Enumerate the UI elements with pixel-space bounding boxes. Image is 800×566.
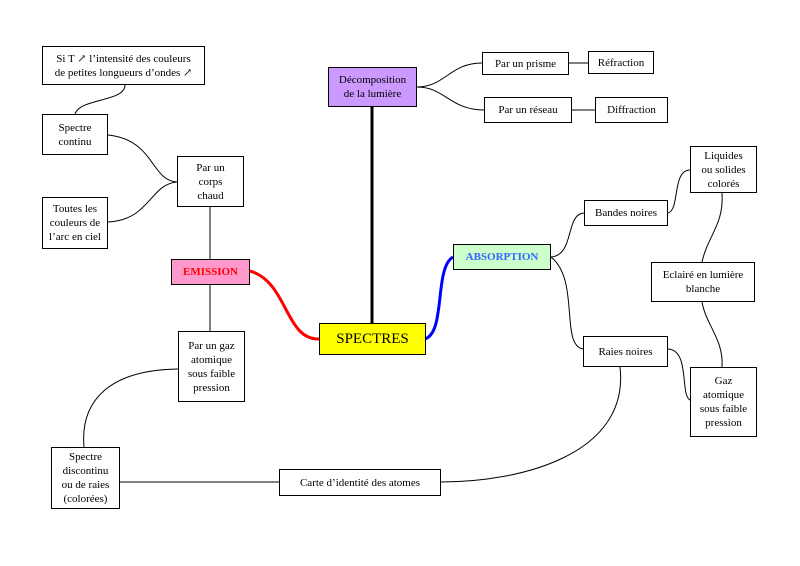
node-bandes-noires-label: Bandes noires <box>594 207 657 219</box>
node-absorption-label: ABSORPTION <box>465 251 539 263</box>
node-liquides[interactable]: Liquides ou solides colorés <box>690 146 757 193</box>
node-spectre-continu-label: Spectre continu <box>58 121 92 148</box>
link-gaz-discontinu <box>83 368 179 448</box>
link-raies-gaz <box>667 348 691 401</box>
link-eclaire-gaz <box>701 301 723 368</box>
node-corps-chaud[interactable]: Par un corps chaud <box>177 156 244 207</box>
node-eclaire-label: Eclairé en lumière blanche <box>662 269 744 295</box>
link-decomposition-prisme <box>416 62 483 88</box>
node-gaz-emission-label: Par un gaz atomique sous faible pression <box>187 339 236 394</box>
link-liquides-eclaire <box>701 192 723 263</box>
node-refraction-label: Réfraction <box>597 56 645 69</box>
node-si-t-label: Si T ↗ l’intensité des couleurs de petit… <box>54 52 193 79</box>
node-gaz-absorption-label: Gaz atomique sous faible pression <box>699 375 748 429</box>
node-raies-noires[interactable]: Raies noires <box>583 336 668 367</box>
node-absorption[interactable]: ABSORPTION <box>453 244 551 270</box>
node-toutes-couleurs[interactable]: Toutes les couleurs de l’arc en ciel <box>42 197 108 249</box>
link-absorption-bandes <box>550 212 585 258</box>
node-spectre-continu[interactable]: Spectre continu <box>42 114 108 155</box>
node-emission-label: EMISSION <box>182 266 239 278</box>
node-spectres-label: SPECTRES <box>336 331 409 347</box>
node-spectres[interactable]: SPECTRES <box>319 323 426 355</box>
link-spectrecontinu-sit <box>74 84 126 115</box>
node-par-reseau-label: Par un réseau <box>498 104 558 116</box>
node-toutes-couleurs-label: Toutes les couleurs de l’arc en ciel <box>49 203 101 243</box>
link-corps-spectrecontinu <box>107 134 178 183</box>
node-par-prisme-label: Par un prisme <box>494 57 557 70</box>
node-gaz-absorption[interactable]: Gaz atomique sous faible pression <box>690 367 757 437</box>
link-corps-toutes <box>107 181 178 223</box>
link-raies-carte <box>440 366 622 483</box>
node-spectre-discontinu-label: Spectre discontinu ou de raies (colorées… <box>61 451 110 505</box>
node-corps-chaud-label: Par un corps chaud <box>196 161 225 202</box>
node-par-prisme[interactable]: Par un prisme <box>482 52 569 75</box>
node-carte-identite-label: Carte d’identité des atomes <box>299 476 421 489</box>
node-gaz-emission[interactable]: Par un gaz atomique sous faible pression <box>178 331 245 402</box>
node-liquides-label: Liquides ou solides colorés <box>701 149 746 190</box>
link-absorption-raies <box>550 256 584 350</box>
node-emission[interactable]: EMISSION <box>171 259 250 285</box>
link-decomposition-reseau <box>416 86 485 111</box>
node-refraction[interactable]: Réfraction <box>588 51 654 74</box>
node-si-t[interactable]: Si T ↗ l’intensité des couleurs de petit… <box>42 46 205 85</box>
link-spectres-emission <box>249 269 320 341</box>
node-eclaire[interactable]: Eclairé en lumière blanche <box>651 262 755 302</box>
node-par-reseau[interactable]: Par un réseau <box>484 97 572 123</box>
node-decomposition-label: Décomposition de la lumière <box>338 74 407 100</box>
node-spectre-discontinu[interactable]: Spectre discontinu ou de raies (colorées… <box>51 447 120 509</box>
link-spectres-absorption <box>424 255 454 341</box>
link-bandes-liquides <box>667 169 691 214</box>
node-diffraction-label: Diffraction <box>607 104 656 116</box>
node-decomposition[interactable]: Décomposition de la lumière <box>328 67 417 107</box>
node-bandes-noires[interactable]: Bandes noires <box>584 200 668 226</box>
node-raies-noires-label: Raies noires <box>598 345 653 358</box>
node-carte-identite[interactable]: Carte d’identité des atomes <box>279 469 441 496</box>
node-diffraction[interactable]: Diffraction <box>595 97 668 123</box>
